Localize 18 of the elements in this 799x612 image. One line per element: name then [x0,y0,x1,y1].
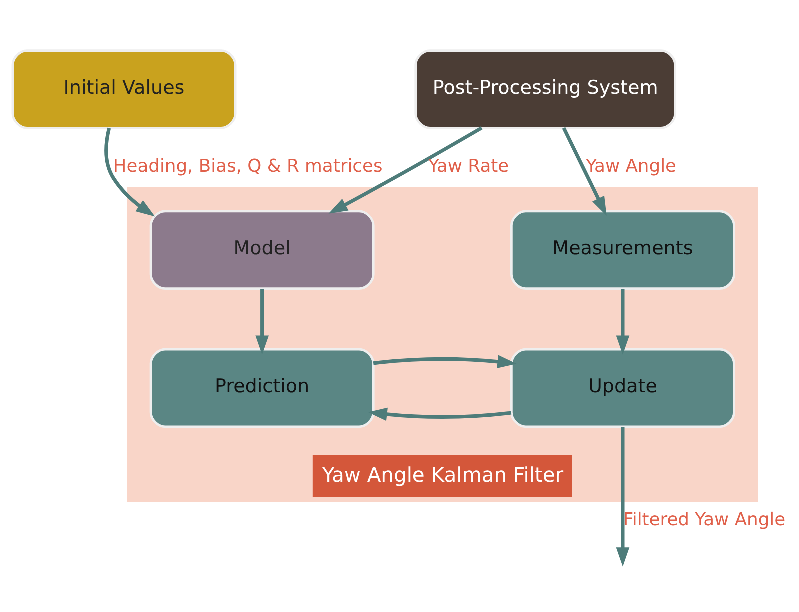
edge-label: Heading, Bias, Q & R matrices [113,156,383,177]
arrow [616,288,630,354]
node-box: Model [150,210,375,290]
arrow [562,126,607,216]
edge-label: Yaw Angle [586,156,677,177]
arrow [616,426,630,566]
arrow [328,126,483,214]
arrow [256,288,269,354]
node-box: Measurements [510,210,736,290]
arrow [373,354,517,368]
arrow [368,407,512,421]
node-box: Initial Values [12,49,237,129]
node-box: Post-Processing System [414,49,677,129]
node-box: Prediction [150,348,375,428]
edge-label: Yaw Rate [428,156,510,177]
arrow [104,127,156,216]
edge-label: Filtered Yaw Angle [623,509,786,530]
node-box: Update [510,348,736,428]
